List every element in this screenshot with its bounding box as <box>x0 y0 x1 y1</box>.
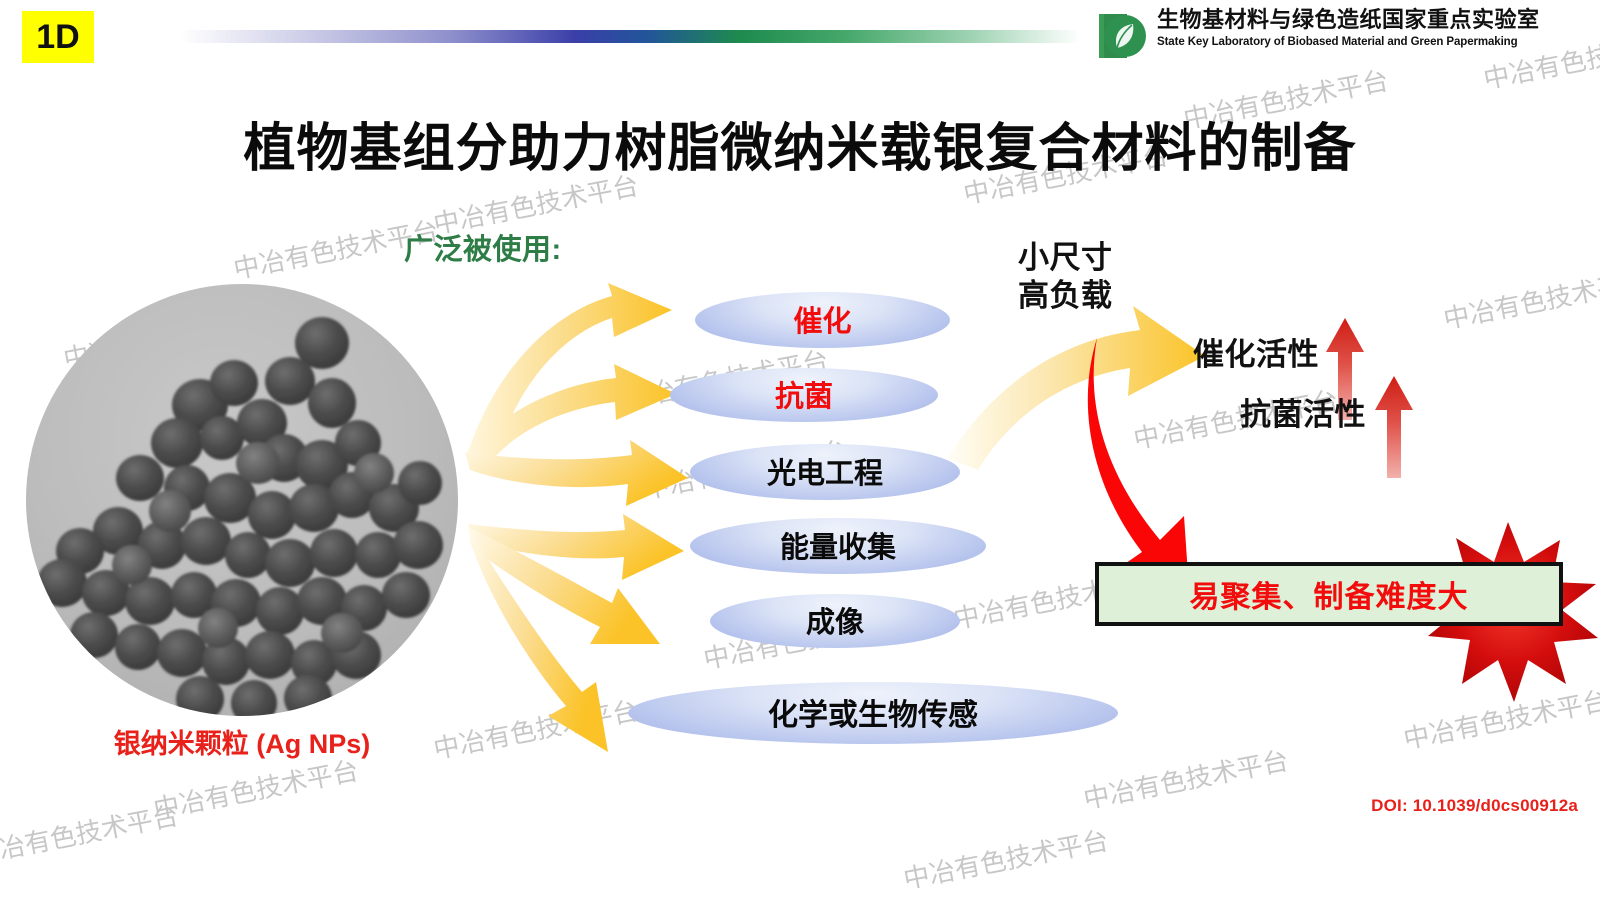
watermark-text: 中冶有色技术平台 <box>1441 266 1600 336</box>
feature-line-2: 高负载 <box>1018 277 1113 313</box>
tem-caption: 银纳米颗粒 (Ag NPs) <box>113 729 371 759</box>
lab-name-en: State Key Laboratory of Biobased Materia… <box>1157 35 1518 48</box>
application-label: 光电工程 <box>766 458 883 490</box>
doi-reference: DOI: 10.1039/d0cs00912a <box>1371 796 1578 815</box>
feature-line-1: 小尺寸 <box>1018 240 1113 275</box>
application-ellipse-optoelectronics[interactable]: 光电工程 <box>690 444 960 500</box>
lab-name-cn: 生物基材料与绿色造纸国家重点实验室 <box>1157 7 1540 32</box>
header-gradient-bar <box>180 30 1080 43</box>
problem-callout-box: 易聚集、制备难度大 <box>1095 562 1563 626</box>
feature-note: 小尺寸 高负载 <box>1018 239 1113 315</box>
green-leaf-book-icon <box>1093 8 1149 64</box>
tem-micrograph <box>22 283 462 717</box>
application-ellipse-sensing[interactable]: 化学或生物传感 <box>628 682 1118 744</box>
applications-heading: 广泛被使用: <box>404 234 562 266</box>
page-title: 植物基组分助力树脂微纳米载银复合材料的制备 <box>243 119 1357 179</box>
watermark-text: 中冶有色技术平台 <box>151 756 362 826</box>
catalytic-activity-label: 催化活性 <box>1193 337 1319 372</box>
slide-number-badge: 1D <box>22 11 94 63</box>
antibacterial-activity-label: 抗菌活性 <box>1240 397 1366 432</box>
application-ellipse-antibacterial[interactable]: 抗菌 <box>670 368 938 422</box>
application-label: 能量收集 <box>779 532 896 564</box>
watermark-text: 中冶有色技术平台 <box>1081 746 1292 816</box>
lab-logo: 生物基材料与绿色造纸国家重点实验室 State Key Laboratory o… <box>1093 7 1540 64</box>
application-ellipse-catalysis[interactable]: 催化 <box>695 292 950 348</box>
application-label: 化学或生物传感 <box>768 699 978 732</box>
application-label: 催化 <box>793 306 852 338</box>
application-label: 成像 <box>805 607 864 639</box>
application-ellipse-imaging[interactable]: 成像 <box>710 594 960 648</box>
problem-callout-text: 易聚集、制备难度大 <box>1189 581 1469 614</box>
application-label: 抗菌 <box>774 381 833 413</box>
watermark-text: 中冶有色技术平台 <box>1401 686 1600 756</box>
application-ellipse-energy-harvest[interactable]: 能量收集 <box>690 518 986 574</box>
watermark-text: 中冶有色技术平台 <box>901 826 1112 896</box>
watermark-text: 中冶有色技术平台 <box>0 801 182 871</box>
